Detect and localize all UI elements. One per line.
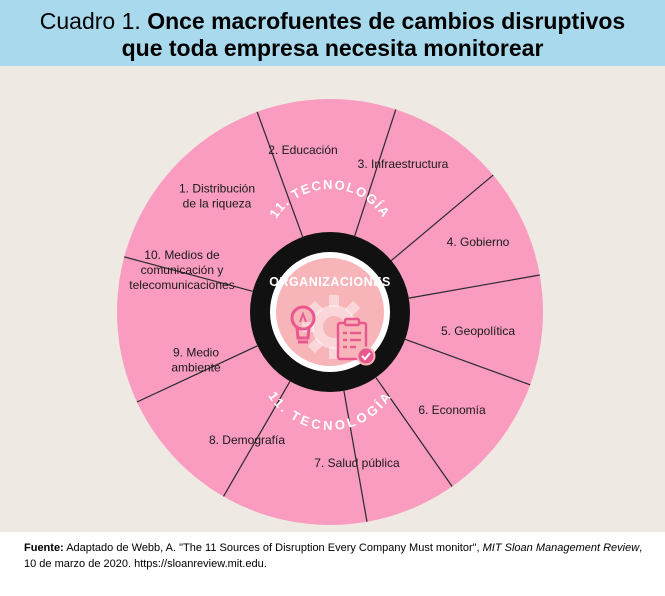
clipboard-checklist-icon: [336, 317, 376, 366]
segment-divider: [390, 174, 494, 262]
segment-label-line: 2. Educación: [268, 143, 337, 157]
source-text-1: Adaptado de Webb, A. "The 11 Sources of …: [66, 542, 480, 554]
segment-label-line: 7. Salud pública: [314, 456, 400, 470]
segment-label-line: comunicación y: [141, 263, 224, 277]
segment-label: 5. Geopolítica: [441, 324, 515, 338]
title-banner: [0, 0, 665, 66]
segment-label-line: 4. Gobierno: [447, 235, 510, 249]
segment-label: 3. Infraestructura: [358, 157, 449, 171]
segment-label-line: ambiente: [171, 361, 221, 375]
segment-label-line: 3. Infraestructura: [358, 157, 449, 171]
segment-label-line: 1. Distribución: [179, 182, 255, 196]
title-prefix: Cuadro 1.: [39, 8, 141, 34]
segment-label-line: 8. Demografía: [209, 433, 285, 447]
segment-label-line: telecomunicaciones: [129, 278, 234, 292]
segment-divider: [408, 274, 540, 299]
segment-dividers: [124, 109, 540, 522]
lightbulb-icon: [290, 305, 316, 344]
title-line-2: que toda empresa necesita monitorear: [121, 35, 544, 61]
segment-divider: [136, 345, 258, 403]
title-line-1: Cuadro 1. Once macrofuentes de cambios d…: [0, 8, 665, 35]
segment-label: 8. Demografía: [209, 433, 285, 447]
figure-title: Cuadro 1. Once macrofuentes de cambios d…: [0, 8, 665, 62]
source-note: Fuente: Adaptado de Webb, A. "The 11 Sou…: [24, 540, 644, 572]
segment-label-line: de la riqueza: [183, 197, 252, 211]
title-text-1: Once macrofuentes de cambios disruptivos: [147, 8, 626, 34]
source-text-2: , 10 de marzo de 2020. https://sloanrevi…: [24, 542, 643, 570]
segment-label: 6. Economía: [418, 403, 486, 417]
segment-label: 7. Salud pública: [314, 456, 400, 470]
segment-label-line: 5. Geopolítica: [441, 324, 515, 338]
segment-label: 2. Educación: [268, 143, 337, 157]
segment-label-line: 10. Medios de: [144, 248, 220, 262]
center-label: ORGANIZACIONES: [269, 275, 391, 289]
segment-divider: [124, 256, 253, 292]
segment-divider: [354, 109, 397, 237]
segment-label-line: 6. Economía: [418, 403, 486, 417]
segment-divider: [222, 380, 291, 497]
segment-label: 4. Gobierno: [447, 235, 510, 249]
segment-divider: [343, 390, 368, 522]
source-label: Fuente:: [24, 542, 64, 554]
disruption-sources-diagram: ORGANIZACIONES 11. TECNOLOGÍA 11. TECNOL…: [117, 99, 543, 525]
segment-divider: [375, 377, 453, 487]
segment-label-line: 9. Medio: [173, 346, 219, 360]
source-journal: MIT Sloan Management Review: [482, 542, 640, 554]
segment-divider: [404, 338, 531, 386]
segment-divider: [256, 111, 304, 238]
